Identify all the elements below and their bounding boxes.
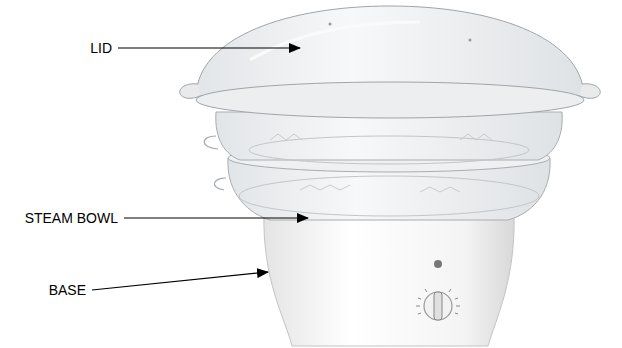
part-label: LID <box>90 40 112 56</box>
part-label: STEAM BOWL <box>25 210 118 226</box>
leader-arrows <box>92 48 308 290</box>
steam-bowl-shape <box>204 112 562 220</box>
base-shape <box>264 212 514 346</box>
lid-shape <box>180 6 601 118</box>
part-label: BASE <box>49 282 86 298</box>
leader-arrow <box>92 272 268 290</box>
leader-arrow <box>124 217 308 218</box>
leader-arrow <box>118 47 300 48</box>
